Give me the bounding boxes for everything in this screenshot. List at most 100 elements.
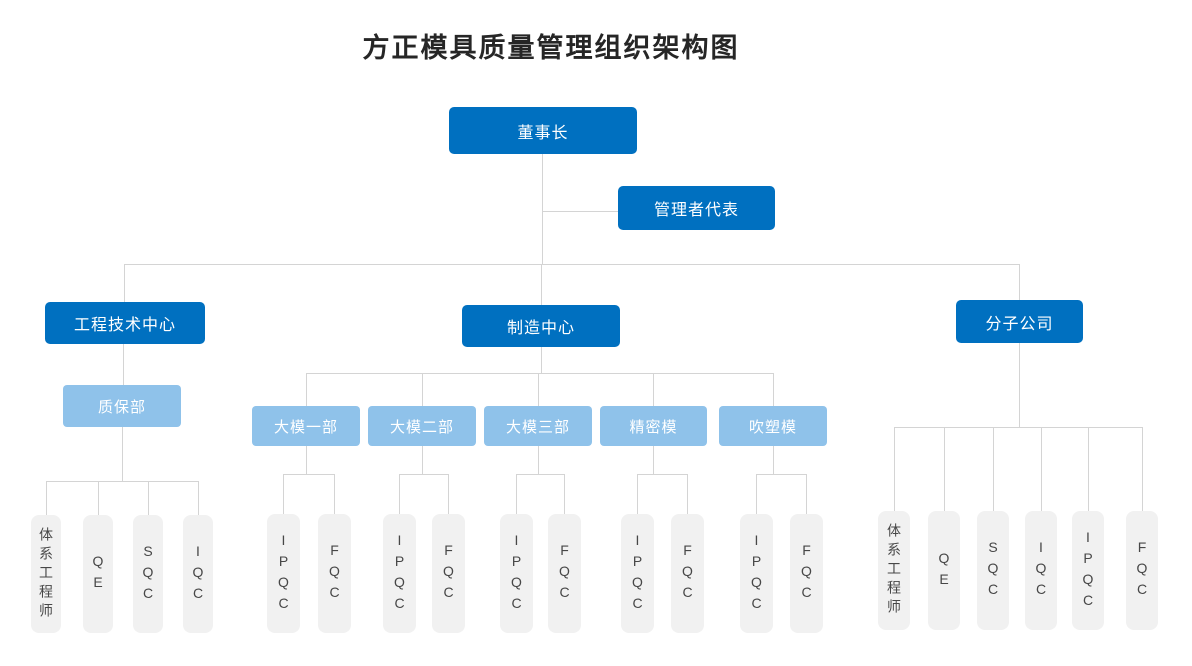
connector (283, 474, 335, 475)
node-label: IPQC (508, 531, 525, 616)
node-ipqc: IPQC (383, 514, 416, 633)
connector (306, 373, 773, 374)
connector (306, 446, 307, 474)
connector (653, 446, 654, 474)
connector (123, 344, 124, 385)
connector (46, 481, 198, 482)
connector (541, 347, 542, 373)
node-fqc: FQC (790, 514, 823, 633)
node-label: IPQC (629, 531, 646, 616)
node-ipqc: IPQC (1072, 511, 1104, 630)
node-label: 董事长 (517, 124, 569, 142)
connector (46, 481, 47, 515)
connector (806, 474, 807, 514)
connector (422, 446, 423, 474)
node-qa-department: 质保部 (63, 385, 181, 427)
node-iqc: IQC (1025, 511, 1057, 630)
node-ipqc: IPQC (621, 514, 654, 633)
connector (98, 481, 99, 515)
node-label: SQC (985, 539, 1001, 602)
connector (306, 373, 307, 406)
connector (653, 373, 654, 406)
node-label: FQC (798, 542, 815, 605)
node-subsidiary-companies: 分子公司 (956, 300, 1083, 343)
node-blow-mold: 吹塑模 (719, 406, 827, 446)
connector (542, 154, 543, 264)
connector (538, 446, 539, 474)
connector (756, 474, 807, 475)
node-label: FQC (679, 542, 696, 605)
connector (1041, 427, 1042, 511)
node-sqc: SQC (133, 515, 163, 633)
connector (448, 474, 449, 514)
node-label: QE (936, 549, 952, 592)
node-label: 体系工程师 (38, 526, 54, 622)
connector (124, 264, 125, 302)
connector (516, 474, 517, 514)
connector (687, 474, 688, 514)
node-ipqc: IPQC (740, 514, 773, 633)
connector (1019, 343, 1020, 427)
connector (773, 446, 774, 474)
node-manufacturing-center: 制造中心 (462, 305, 620, 347)
node-label: 质保部 (97, 398, 146, 416)
node-fqc: FQC (548, 514, 581, 633)
node-label: IQC (1033, 539, 1049, 602)
node-label: IPQC (1080, 528, 1096, 613)
node-label: 吹塑模 (748, 418, 797, 436)
node-fqc: FQC (318, 514, 351, 633)
connector (198, 481, 199, 515)
node-qe: QE (928, 511, 960, 630)
node-engineering-tech-center: 工程技术中心 (45, 302, 205, 344)
connector (637, 474, 688, 475)
connector (944, 427, 945, 511)
connector (542, 211, 619, 212)
connector (399, 474, 400, 514)
connector (756, 474, 757, 514)
connector (124, 264, 1020, 265)
node-label: 大模二部 (389, 418, 454, 436)
connector (637, 474, 638, 514)
connector (993, 427, 994, 511)
node-label: IQC (190, 542, 206, 606)
connector (516, 474, 565, 475)
node-mold-dept-3: 大模三部 (484, 406, 592, 446)
connector (283, 474, 284, 514)
node-system-engineer: 体系工程师 (31, 515, 61, 633)
node-fqc: FQC (671, 514, 704, 633)
node-label: IPQC (275, 531, 292, 616)
node-iqc: IQC (183, 515, 213, 633)
chart-title: 方正模具质量管理组织架构图 (362, 33, 740, 63)
connector (399, 474, 449, 475)
node-label: 大模一部 (273, 418, 338, 436)
node-system-engineer: 体系工程师 (878, 511, 910, 630)
connector (773, 373, 774, 406)
connector (1142, 427, 1143, 511)
node-label: FQC (556, 542, 573, 605)
node-sqc: SQC (977, 511, 1009, 630)
node-label: 管理者代表 (653, 202, 739, 219)
connector (894, 427, 895, 511)
connector (541, 264, 542, 305)
node-fqc: FQC (1126, 511, 1158, 630)
connector (538, 373, 539, 406)
node-label: 大模三部 (505, 418, 570, 436)
node-label: FQC (1134, 539, 1150, 602)
node-label: IPQC (391, 531, 408, 616)
node-label: 体系工程师 (886, 523, 902, 618)
connector (122, 427, 123, 481)
node-label: FQC (326, 542, 343, 605)
connector (564, 474, 565, 514)
node-ipqc: IPQC (267, 514, 300, 633)
connector (334, 474, 335, 514)
node-label: 工程技术中心 (73, 317, 176, 334)
connector (1019, 264, 1020, 300)
node-precision-mold: 精密模 (600, 406, 707, 446)
node-label: SQC (140, 542, 156, 606)
connector (1088, 427, 1089, 511)
node-label: IPQC (748, 531, 765, 616)
node-label: 精密模 (629, 418, 678, 436)
connector (422, 373, 423, 406)
node-label: QE (90, 553, 106, 595)
node-label: FQC (440, 542, 457, 605)
